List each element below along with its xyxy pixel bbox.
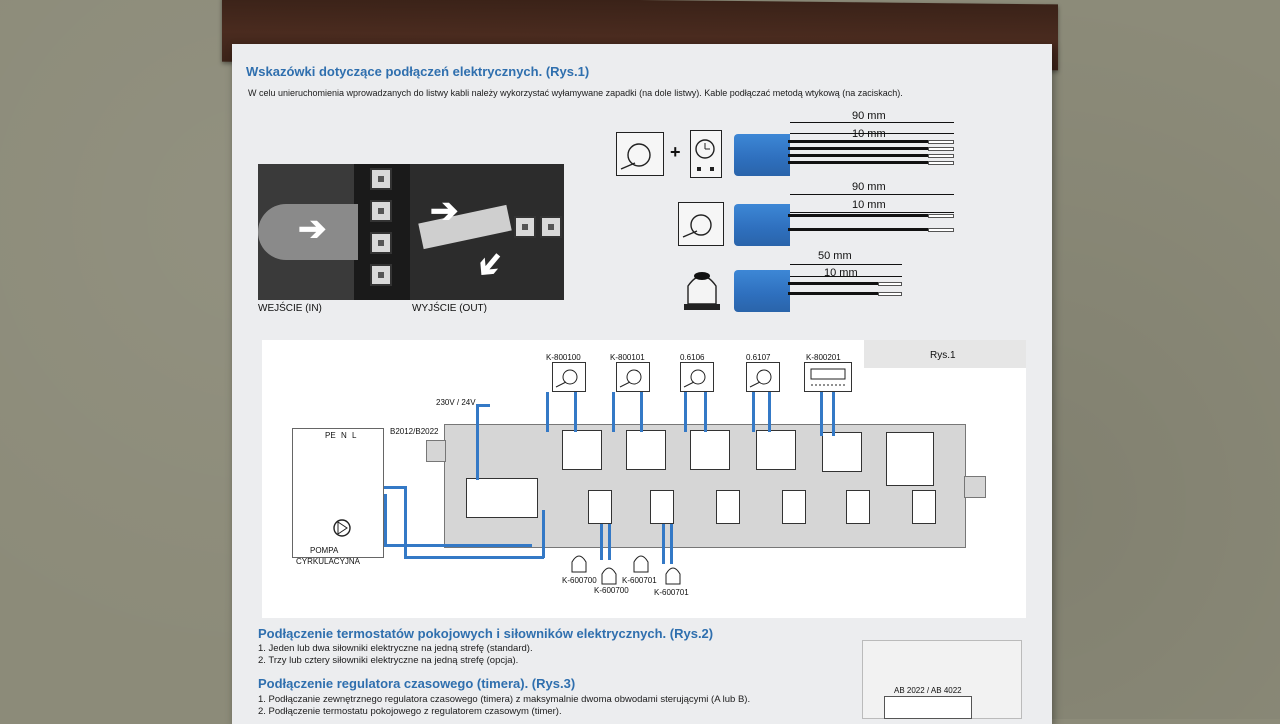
device-thermostat-2: [616, 362, 650, 392]
section3-item-1: 1. Podłączanie zewnętrznego regulatora c…: [258, 694, 751, 705]
controller-label: B2012/B2022: [390, 427, 439, 436]
caption-output: WYJŚCIE (OUT): [412, 303, 487, 314]
actuator-icon-2: [598, 562, 620, 586]
dim-2-outer: 90 mm: [852, 181, 886, 193]
figure-3-label: AB 2022 / AB 4022: [894, 686, 962, 695]
section2-heading: Podłączenie termostatów pokojowych i sił…: [258, 626, 714, 641]
device-thermostat-1: [552, 362, 586, 392]
dim-1-outer: 90 mm: [852, 110, 886, 122]
section3-heading: Podłączenie regulatora czasowego (timera…: [258, 676, 576, 691]
zone-block-5: [822, 432, 862, 472]
arrow-in-icon: ➔: [298, 210, 327, 248]
actuator-block-2: [650, 490, 674, 524]
cable-2: [734, 204, 790, 246]
device-thermostat-3: [680, 362, 714, 392]
section3-item-2: 2. Podłączenie termostatu pokojowego z r…: [258, 706, 562, 717]
pump-terminal-l: L: [352, 431, 357, 440]
zone-block-4: [756, 430, 796, 470]
actuator-icon: [680, 264, 724, 312]
cable-3: [734, 270, 790, 312]
dim-2-inner: 10 mm: [852, 199, 886, 211]
dim-1-inner: 10 mm: [852, 128, 886, 140]
pump-box: [292, 428, 384, 558]
arrow-out-icon: ➔: [430, 192, 459, 230]
pump-terminal-n: N: [341, 431, 347, 440]
actuator-icon-3: [630, 550, 652, 574]
dim-3-inner: 10 mm: [824, 267, 858, 279]
device-thermostat-4: [746, 362, 780, 392]
device-programmer: [804, 362, 852, 392]
actuator-block-6: [912, 490, 936, 524]
photo-output: ➔ ➔: [410, 164, 564, 300]
device-label-1: K-800100: [546, 353, 581, 362]
zone-block-3: [690, 430, 730, 470]
zone-block-1: [562, 430, 602, 470]
device-label-2: K-800101: [610, 353, 645, 362]
dim-3-outer: 50 mm: [818, 250, 852, 262]
pump-label-1: POMPA: [310, 546, 339, 555]
section1-intro: W celu unieruchomienia wprowadzanych do …: [248, 88, 903, 98]
caption-input: WEJŚCIE (IN): [258, 303, 322, 314]
actuator-block-4: [782, 490, 806, 524]
actuator-block-3: [716, 490, 740, 524]
section1-heading: Wskazówki dotyczące podłączeń elektryczn…: [246, 64, 590, 79]
actuator-block-5: [846, 490, 870, 524]
thermostat-icon-2: [678, 202, 724, 246]
pump-label-2: CYRKULACYJNA: [296, 557, 361, 566]
actuator-label-4: K-600701: [654, 588, 689, 597]
power-module: [466, 478, 538, 518]
device-label-3: 0.6106: [680, 353, 705, 362]
figure-label: Rys.1: [930, 350, 956, 361]
timer-icon: [690, 130, 722, 178]
actuator-icon-1: [568, 550, 590, 574]
zone-block-6: [886, 432, 934, 486]
supply-label: 230V / 24V: [436, 398, 476, 407]
zone-block-2: [626, 430, 666, 470]
plus-icon: +: [670, 142, 681, 162]
actuator-icon-4: [662, 562, 684, 586]
thermostat-icon: [616, 132, 664, 176]
device-label-5: K-800201: [806, 353, 841, 362]
actuator-label-1: K-600700: [562, 576, 597, 585]
cable-1: [734, 134, 790, 176]
pump-icon: [332, 518, 352, 538]
section2-item-1: 1. Jeden lub dwa siłowniki elektryczne n…: [258, 643, 533, 654]
actuator-block-1: [588, 490, 612, 524]
arrow-down-icon: ➔: [466, 241, 514, 289]
device-label-4: 0.6107: [746, 353, 771, 362]
section2-item-2: 2. Trzy lub cztery siłowniki elektryczne…: [258, 655, 519, 666]
actuator-label-3: K-600701: [622, 576, 657, 585]
photo-input: ➔: [258, 164, 410, 300]
actuator-label-2: K-600700: [594, 586, 629, 595]
pump-terminal-pe: PE: [325, 431, 336, 440]
